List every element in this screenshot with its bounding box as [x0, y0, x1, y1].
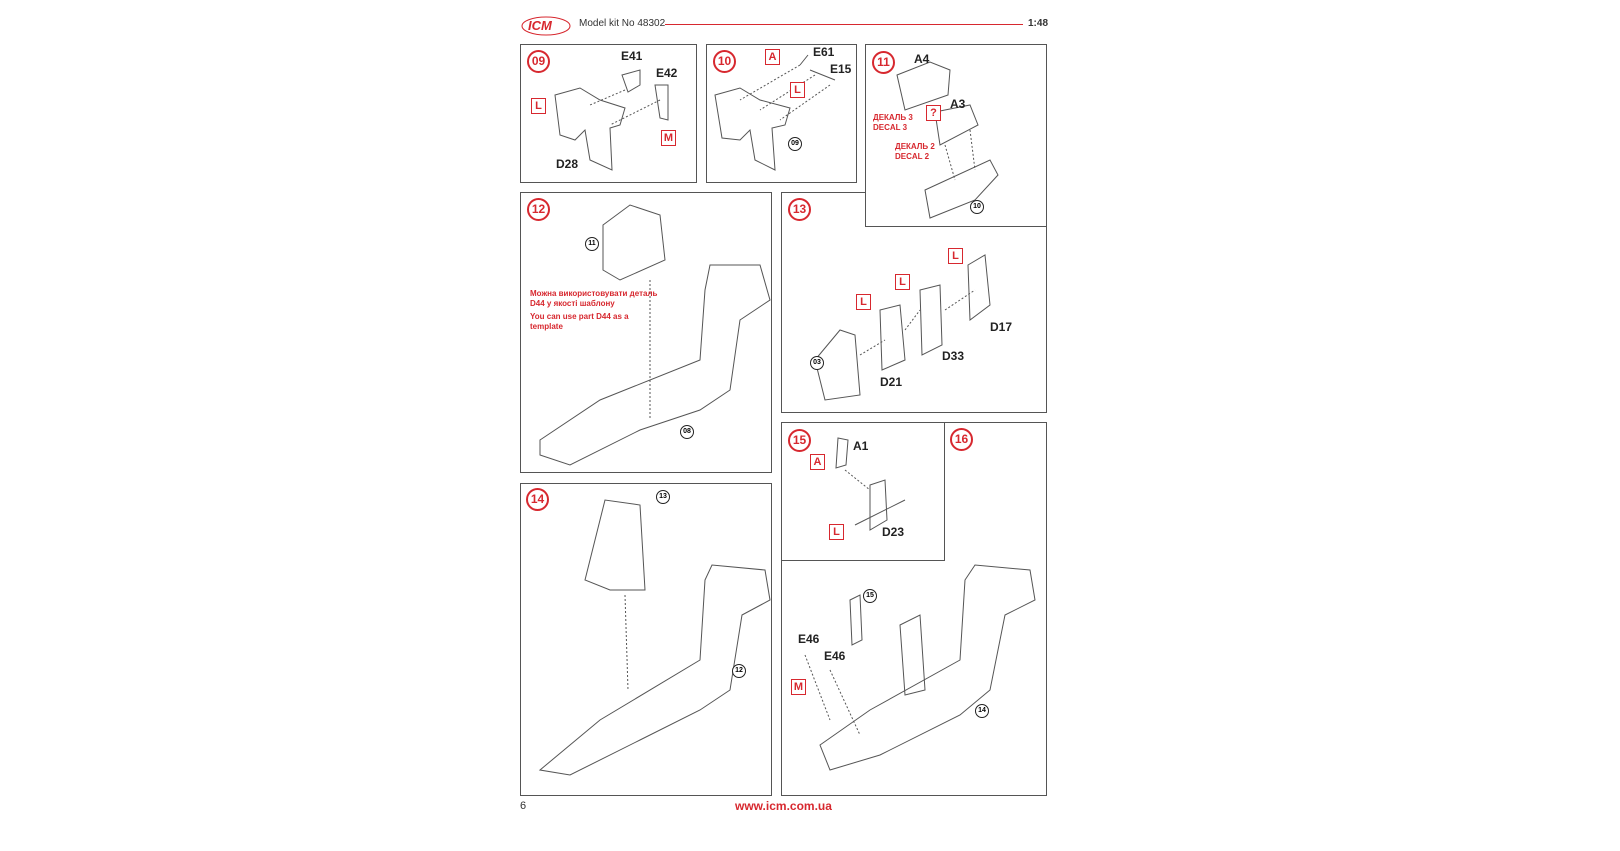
header-rule — [665, 24, 1023, 25]
part-e41: E41 — [621, 49, 643, 63]
part-a1: A1 — [853, 439, 869, 453]
template-note-ua: Можна використовувати деталь D44 у якост… — [530, 289, 658, 308]
part-a3: A3 — [950, 97, 966, 111]
paint-code-m: M — [791, 679, 806, 695]
part-d17: D17 — [990, 320, 1013, 334]
part-e46: E46 — [824, 649, 846, 663]
ref-step-15: 15 — [863, 589, 877, 603]
step-13-number: 13 — [788, 198, 811, 221]
step-14-number: 14 — [526, 488, 549, 511]
step-10-number: 10 — [713, 50, 736, 73]
ref-step-14: 14 — [975, 704, 989, 718]
step-12-panel — [520, 192, 772, 473]
part-a4: A4 — [914, 52, 930, 66]
ref-step-03: 03 — [810, 356, 824, 370]
part-e42: E42 — [656, 66, 678, 80]
svg-text:ICM: ICM — [528, 18, 553, 33]
step-11-panel — [865, 44, 1047, 227]
ref-step-12: 12 — [732, 664, 746, 678]
template-note-en: You can use part D44 as a template — [530, 312, 629, 331]
paint-code-l: L — [948, 248, 963, 264]
paint-code-m: M — [661, 130, 676, 146]
template-notes: Можна використовувати деталь D44 у якост… — [530, 289, 670, 332]
ref-step-11: 11 — [585, 237, 599, 251]
step-14-panel — [520, 483, 772, 796]
step-16-number: 16 — [950, 428, 973, 451]
website-link[interactable]: www.icm.com.ua — [735, 799, 832, 813]
icm-logo: ICM — [520, 14, 572, 38]
step-15-number: 15 — [788, 429, 811, 452]
paint-code-l: L — [856, 294, 871, 310]
part-d33: D33 — [942, 349, 965, 363]
paint-code-l: L — [790, 82, 805, 98]
step-09-number: 09 — [527, 50, 550, 73]
paint-code-l: L — [531, 98, 546, 114]
paint-code-l: L — [895, 274, 910, 290]
ref-step-08: 08 — [680, 425, 694, 439]
kit-number: Model kit No 48302 — [579, 18, 666, 29]
paint-code-a: A — [810, 454, 825, 470]
part-d23: D23 — [882, 525, 905, 539]
ref-step-10: 10 — [970, 200, 984, 214]
ref-step-09: 09 — [788, 137, 802, 151]
page-number: 6 — [520, 800, 527, 812]
part-d21: D21 — [880, 375, 903, 389]
scale: 1:48 — [1028, 18, 1049, 29]
step-11-number: 11 — [872, 51, 895, 74]
ref-step-13: 13 — [656, 490, 670, 504]
paint-code-l: L — [829, 524, 844, 540]
part-e46: E46 — [798, 632, 820, 646]
step-13-panel — [781, 192, 1047, 413]
part-e15: E15 — [830, 62, 852, 76]
paint-code-a: A — [765, 49, 780, 65]
part-e61: E61 — [813, 45, 835, 59]
part-d28: D28 — [556, 157, 579, 171]
step-12-number: 12 — [527, 198, 550, 221]
paint-code-unknown: ? — [926, 105, 941, 121]
